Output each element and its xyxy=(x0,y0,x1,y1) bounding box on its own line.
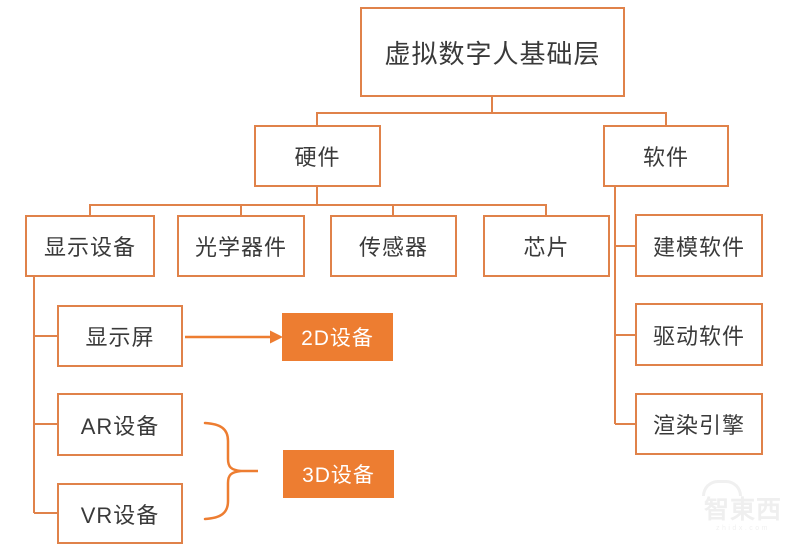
watermark-domain-text: zhidx.com xyxy=(715,525,770,533)
node-hardware: 硬件 xyxy=(254,125,381,187)
arrow-2d xyxy=(185,330,283,344)
node-modeling-software: 建模软件 xyxy=(635,214,763,277)
watermark: 智東西 zhidx.com xyxy=(688,480,798,532)
node-sensor: 传感器 xyxy=(330,215,457,277)
node-2d-device: 2D设备 xyxy=(282,313,393,361)
node-driver-software: 驱动软件 xyxy=(635,303,763,366)
node-vr-device: VR设备 xyxy=(57,483,183,544)
node-display-screen: 显示屏 xyxy=(57,305,183,367)
node-3d-device: 3D设备 xyxy=(283,450,394,498)
node-chip: 芯片 xyxy=(483,215,610,277)
node-ar-device: AR设备 xyxy=(57,393,183,456)
brace-3d xyxy=(203,421,258,521)
watermark-logo-text: 智東西 xyxy=(703,496,782,524)
node-optical-components: 光学器件 xyxy=(177,215,305,277)
watermark-arc-icon xyxy=(702,480,742,496)
node-rendering-engine: 渲染引擎 xyxy=(635,393,763,455)
node-software: 软件 xyxy=(603,125,729,187)
node-title: 虚拟数字人基础层 xyxy=(360,7,625,97)
node-display-devices: 显示设备 xyxy=(25,215,155,277)
